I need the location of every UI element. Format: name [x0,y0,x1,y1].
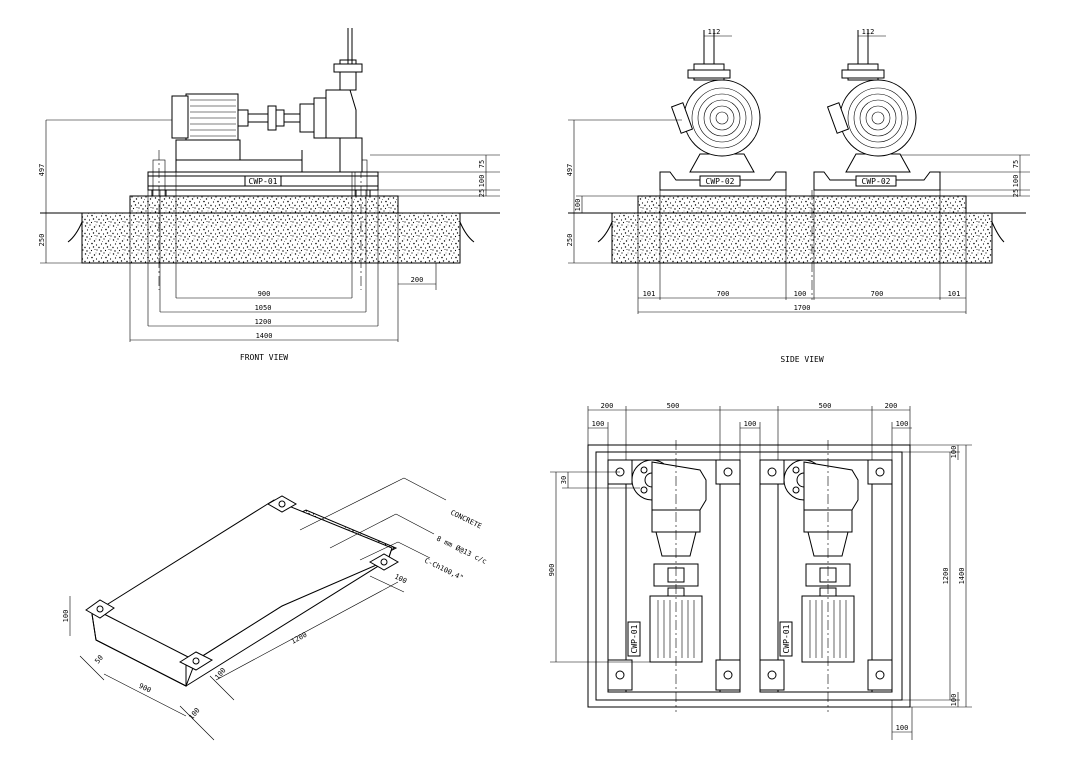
plan-dim-1200: 1200 [942,568,950,585]
iso-dim-1200: 1200 [290,631,309,646]
plan-dim-100-bot: 100 [950,694,958,707]
front-dim-75: 75 [478,160,486,168]
iso-bars-label: 8 mm Ø@13 c/c [435,535,488,566]
plan-dim-100c: 100 [896,420,909,428]
plan-dim-200b: 200 [885,402,898,410]
side-dim-112a: 112 [708,28,721,36]
side-dim-250: 250 [566,234,574,247]
plan-dim-1400: 1400 [958,568,966,585]
side-dim-1700: 1700 [794,304,811,312]
isometric-view: CONCRETE 8 mm Ø@13 c/c C-Ch100,4" 100 12… [62,477,488,741]
plan-dim-500a: 500 [667,402,680,410]
plan-view: CWP-01 [548,402,972,740]
front-foundation [81,212,461,264]
iso-dim-900: 900 [137,682,152,695]
front-dim-900: 900 [258,290,271,298]
front-dim-497: 497 [38,164,46,177]
plan-pump-right: CWP-01 [779,440,859,712]
plan-dim-30: 30 [560,476,568,484]
side-unit-right: CWP-02 112 [813,28,941,191]
iso-dim-100-b: 100 [187,706,201,721]
iso-concrete-label: CONCRETE [449,509,483,531]
side-dim-25: 25 [1012,189,1020,197]
plan-dim-200a: 200 [601,402,614,410]
front-view-title: FRONT VIEW [240,353,288,362]
front-tag: CWP-01 [249,177,278,186]
side-tag-b: CWP-02 [862,177,891,186]
plan-tag-b: CWP-01 [782,624,791,653]
front-dim-1050: 1050 [255,304,272,312]
front-dim-25: 25 [478,189,486,197]
side-view: CWP-02 112 CWP-02 [566,28,1030,364]
side-dim-100m: 100 [794,290,807,298]
side-dim-700b: 700 [871,290,884,298]
side-dim-497: 497 [566,164,574,177]
side-tag-a: CWP-02 [706,177,735,186]
side-view-title: SIDE VIEW [780,355,824,364]
plan-dim-500b: 500 [819,402,832,410]
plan-dim-100b: 100 [744,420,757,428]
side-foundation [611,212,993,264]
iso-dim-100-r: 100 [213,666,227,681]
side-dim-100: 100 [1012,175,1020,188]
side-dim-101a: 101 [643,290,656,298]
front-dim-250: 250 [38,234,46,247]
front-motor-body [185,93,239,141]
iso-channel-label: C-Ch100,4" [423,557,464,583]
plan-dim-900: 900 [548,564,556,577]
plan-dim-100-top: 100 [950,446,958,459]
iso-dim-100-v: 100 [62,610,70,623]
front-dim-1200: 1200 [255,318,272,326]
front-dim-200: 200 [411,276,424,284]
side-dim-700a: 700 [717,290,730,298]
side-dim-101b: 101 [948,290,961,298]
side-dim-100-left: 100 [574,199,582,212]
side-dim-112b: 112 [862,28,875,36]
side-dim-75: 75 [1012,160,1020,168]
front-dim-100: 100 [478,175,486,188]
plan-dim-100a: 100 [592,420,605,428]
plan-dim-100-bb: 100 [896,724,909,732]
side-plinth [637,195,967,214]
front-motor-feet [175,139,241,161]
front-view: CWP-01 497 250 [38,28,500,362]
iso-dim-50: 50 [93,654,105,666]
side-unit-left: CWP-02 112 [659,28,787,191]
plan-tag-a: CWP-01 [630,624,639,653]
front-dim-1400: 1400 [256,332,273,340]
plan-pump-left: CWP-01 [627,440,707,712]
front-plinth [129,195,399,214]
